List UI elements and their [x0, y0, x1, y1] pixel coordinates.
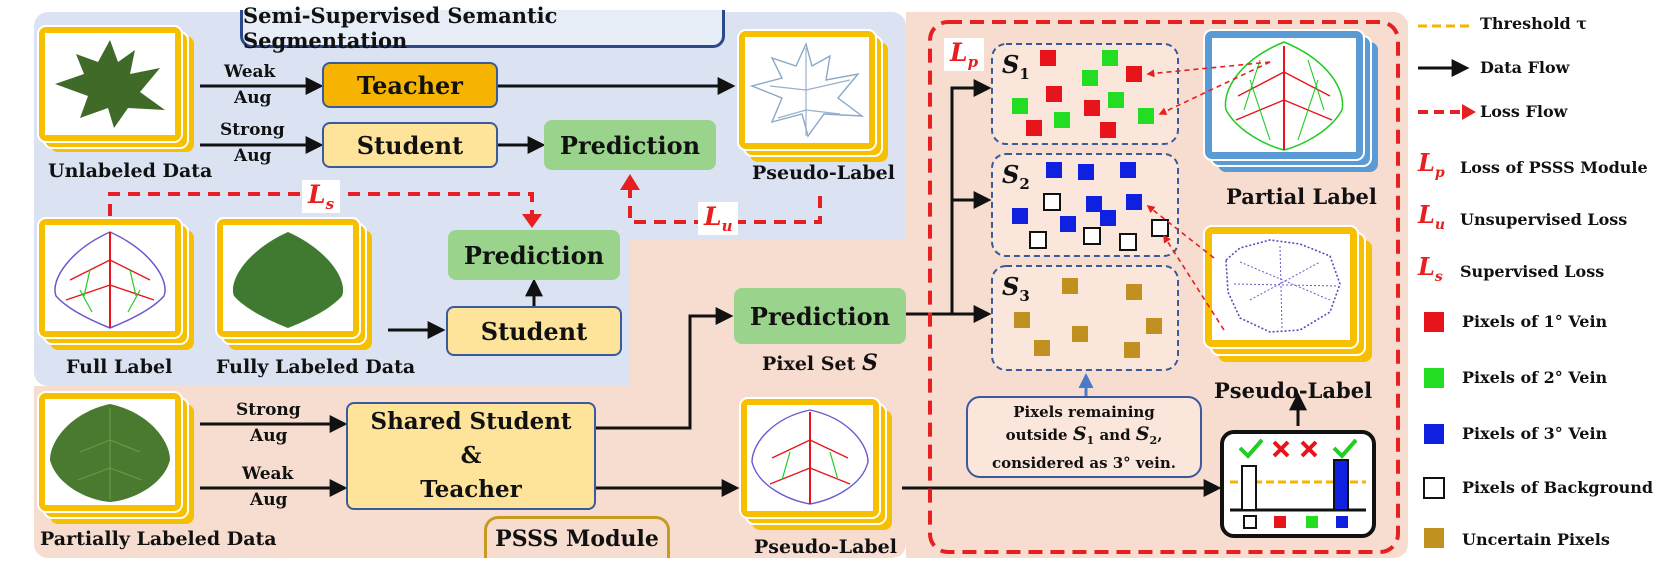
legend-ls-symbol: Ls	[1418, 252, 1443, 285]
unlabeled-data-image	[37, 25, 194, 152]
legend-vein2: Pixels of 2° Vein	[1462, 368, 1608, 387]
pseudo-label-right-image	[1203, 225, 1372, 362]
psss-loss-frame	[928, 20, 1400, 554]
legend-data-flow: Data Flow	[1480, 58, 1570, 77]
aug-label-4: Aug	[250, 490, 288, 510]
set-s3-label: S3	[1002, 272, 1030, 305]
legend-vein3: Pixels of 3° Vein	[1462, 424, 1608, 443]
legend-lp-symbol: Lp	[1418, 148, 1445, 181]
legend-threshold: Threshold τ	[1480, 14, 1588, 33]
prediction-main-box: Prediction	[734, 288, 906, 344]
pointer-arrows	[1146, 61, 1271, 331]
legend-uncertain: Uncertain Pixels	[1462, 530, 1610, 549]
legend-vein1: Pixels of 1° Vein	[1462, 312, 1608, 331]
strong-label-2: Strong	[236, 400, 301, 420]
pixel-set-symbol: S	[861, 350, 878, 376]
s2-pixels	[1012, 162, 1169, 251]
note-line1: Pixels remaining	[1013, 402, 1155, 421]
prediction-mid-box: Prediction	[448, 230, 620, 280]
pseudo-label-right-caption: Pseudo-Label	[1214, 378, 1373, 403]
shared-line2: &	[460, 442, 482, 469]
pseudo-label-bottom-image	[739, 397, 892, 530]
lp-tag: Lp	[944, 38, 985, 71]
data-flow-arrows	[200, 77, 1307, 497]
strong-label-1: Strong	[220, 120, 285, 140]
partially-labeled-caption: Partially Labeled Data	[40, 528, 277, 550]
set-s2-box	[991, 153, 1179, 257]
legend-ls-text: Supervised Loss	[1460, 262, 1605, 281]
weak-label-2: Weak	[242, 464, 294, 484]
legend-lu-symbol: Lu	[1418, 200, 1446, 233]
aug-label-1: Aug	[234, 88, 272, 108]
note-line2: outside S1 and S2,	[1005, 422, 1163, 447]
aug-label-3: Aug	[250, 426, 288, 446]
psss-module-label: PSSS Module	[484, 516, 670, 558]
unlabeled-data-caption: Unlabeled Data	[48, 160, 213, 182]
set-s2-label: S2	[1002, 160, 1030, 193]
partial-label-image	[1203, 29, 1378, 172]
fully-labeled-data-image	[215, 217, 372, 350]
s3-pixels	[1014, 278, 1162, 358]
s3-note-box: Pixels remaining outside S1 and S2, cons…	[966, 396, 1202, 478]
legend-graphics	[1418, 24, 1476, 548]
aug-label-2: Aug	[234, 146, 272, 166]
partial-label-caption: Partial Label	[1226, 184, 1377, 209]
fully-labeled-caption: Fully Labeled Data	[216, 356, 416, 378]
teacher-box: Teacher	[322, 62, 498, 108]
legend-lp-text: Loss of PSSS Module	[1460, 158, 1648, 177]
full-label-image	[37, 217, 194, 350]
weak-label-1: Weak	[224, 62, 276, 82]
pixel-set-text: Pixel Set	[762, 353, 856, 375]
prediction-top-box: Prediction	[544, 120, 716, 170]
student-mid-box: Student	[446, 306, 622, 356]
partially-labeled-data-image	[37, 391, 194, 524]
lu-arrowhead	[620, 174, 640, 190]
set-s1-label: S1	[1002, 50, 1030, 83]
legend-lu-text: Unsupervised Loss	[1460, 210, 1628, 229]
pseudo-label-top-caption: Pseudo-Label	[752, 162, 895, 184]
full-label-caption: Full Label	[66, 356, 173, 378]
pseudo-label-bottom-caption: Pseudo-Label	[754, 536, 897, 558]
pseudo-label-top-image	[737, 29, 888, 162]
legend-background: Pixels of Background	[1462, 478, 1654, 497]
shared-line3: Teacher	[420, 476, 522, 503]
threshold-check-box	[1220, 430, 1376, 538]
s1-pixels	[1012, 50, 1154, 138]
student-top-box: Student	[322, 122, 498, 168]
ls-arrowhead	[522, 214, 542, 228]
ls-tag: Ls	[302, 180, 341, 213]
legend-loss-flow: Loss Flow	[1480, 102, 1568, 121]
lu-tag: Lu	[698, 202, 739, 235]
shared-line1: Shared Student	[370, 408, 572, 435]
pixel-set-caption: Pixel Set S	[762, 350, 878, 376]
shared-student-teacher-box: Shared Student & Teacher	[346, 402, 596, 510]
note-line3: considered as 3° vein.	[991, 453, 1176, 472]
